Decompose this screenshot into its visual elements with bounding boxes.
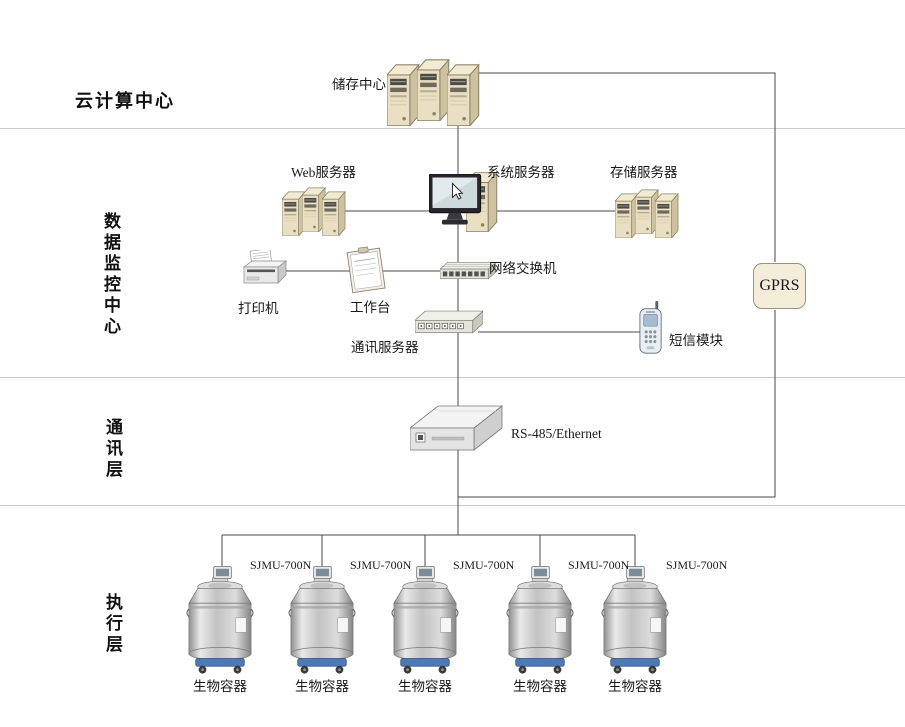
tank-icon-4	[506, 577, 574, 675]
layer-label-communication: 通讯层	[103, 418, 122, 481]
label-system-server: 系统服务器	[487, 165, 555, 180]
tank-label-2: 生物容器	[295, 679, 349, 694]
storage-center-servers-icon	[387, 59, 480, 126]
tank-sensor-icon-2	[313, 566, 332, 579]
layer-label-execution: 执行层	[103, 593, 122, 656]
workbench-icon	[346, 246, 386, 294]
label-web-server: Web服务器	[291, 165, 356, 180]
tank-model-label-5: SJMU-700N	[666, 558, 728, 572]
label-storage-server: 存储服务器	[610, 165, 678, 180]
tank-label-4: 生物容器	[513, 679, 567, 694]
label-workbench: 工作台	[350, 300, 391, 315]
tank-icon-2	[288, 577, 356, 675]
web-server-icon	[282, 187, 346, 236]
tank-icon-3	[391, 577, 459, 675]
wire-gprs-to-spine	[458, 310, 776, 498]
label-storage-center: 储存中心	[332, 77, 386, 92]
label-rs485: RS-485/Ethernet	[511, 426, 602, 441]
wire-cloud-to-gprs	[460, 72, 776, 262]
label-network-switch: 网络交换机	[489, 261, 557, 276]
system-server-icon	[429, 172, 498, 232]
tank-model-label-3: SJMU-700N	[453, 558, 515, 572]
label-sms-module: 短信模块	[669, 333, 723, 348]
tank-sensor-icon-4	[531, 566, 550, 579]
sms-module-phone-icon	[639, 301, 662, 354]
connection-lines	[221, 72, 776, 568]
tank-icon-1	[186, 577, 254, 675]
tank-model-label-4: SJMU-700N	[568, 558, 630, 572]
printer-icon	[243, 250, 287, 284]
layer-divider-3	[0, 505, 905, 506]
gprs-label: GPRS	[759, 277, 800, 294]
tank-label-3: 生物容器	[398, 679, 452, 694]
layer-label-monitoring: 数据监控中心	[101, 212, 120, 338]
gprs-node: GPRS	[753, 263, 806, 309]
tank-label-5: 生物容器	[608, 679, 662, 694]
tank-sensor-icon-3	[416, 566, 435, 579]
tank-sensor-icon-1	[213, 566, 232, 579]
label-comm-server: 通讯服务器	[351, 340, 419, 355]
storage-server-icon	[615, 189, 679, 238]
label-printer: 打印机	[238, 301, 279, 316]
layer-divider-2	[0, 377, 905, 378]
rs485-device-icon	[410, 405, 503, 451]
layer-label-cloud: 云计算中心	[75, 91, 175, 111]
tank-icon-5	[601, 577, 669, 675]
tank-model-label-1: SJMU-700N	[250, 558, 312, 572]
network-switch-icon	[440, 261, 496, 280]
tank-model-label-2: SJMU-700N	[350, 558, 412, 572]
comm-server-icon	[415, 310, 483, 334]
layer-divider-1	[0, 128, 905, 129]
tank-label-1: 生物容器	[193, 679, 247, 694]
